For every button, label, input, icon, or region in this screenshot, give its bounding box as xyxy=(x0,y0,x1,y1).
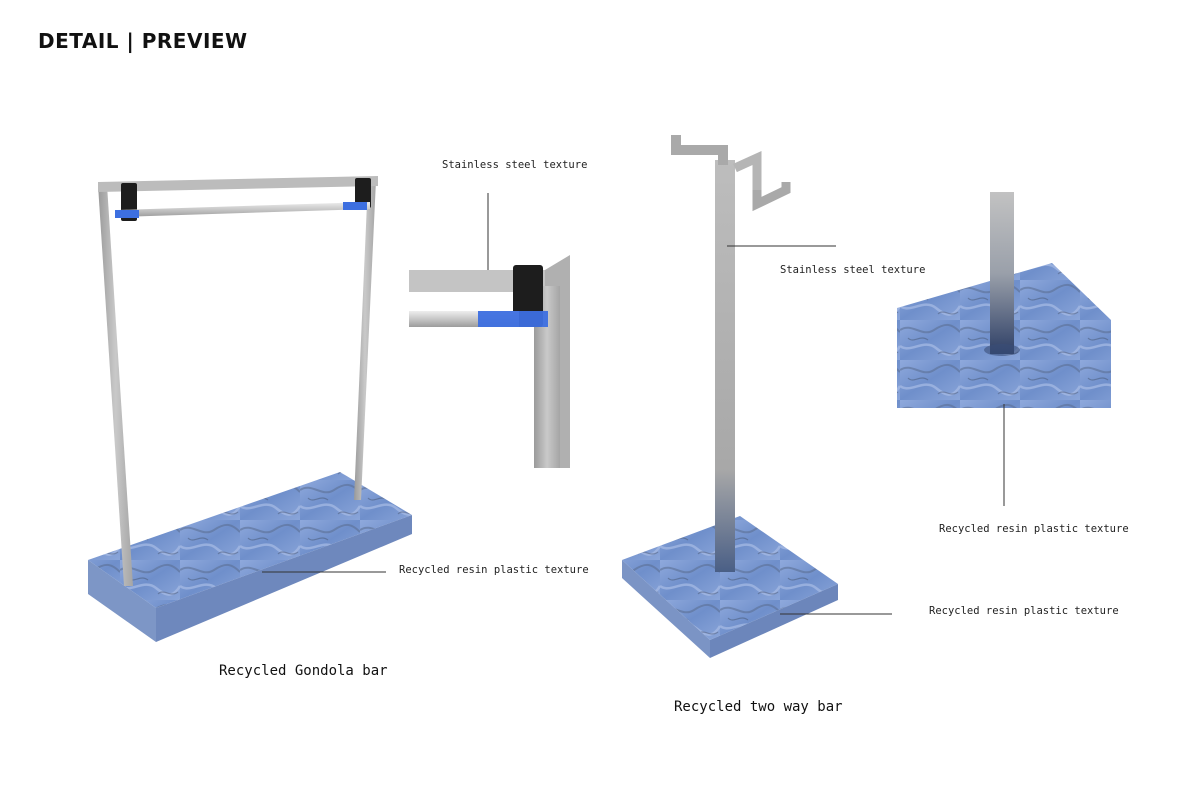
gondola-hanging-rod xyxy=(118,202,370,217)
gondola-detail-illustration xyxy=(409,193,570,468)
two-way-caption: Recycled two way bar xyxy=(674,699,843,715)
two-way-base-resin-label: Recycled resin plastic texture xyxy=(929,605,1119,617)
two-way-pole-steel-label: Stainless steel texture xyxy=(780,264,926,276)
gondola-base-top xyxy=(88,472,412,608)
two-way-bar-illustration xyxy=(622,135,892,658)
two-way-pole xyxy=(715,160,735,572)
detail-pole xyxy=(990,192,1014,354)
gondola-right-upright xyxy=(354,180,376,500)
page-title: DETAIL | PREVIEW xyxy=(38,29,248,53)
gondola-detail-steel-label: Stainless steel texture xyxy=(442,159,588,171)
gondola-left-upright xyxy=(98,185,133,586)
gondola-bar-illustration xyxy=(88,176,412,642)
two-way-detail-illustration xyxy=(897,192,1111,506)
two-way-upper-arm xyxy=(671,135,728,165)
gondola-base-resin-label: Recycled resin plastic texture xyxy=(399,564,589,576)
gondola-caption: Recycled Gondola bar xyxy=(219,663,388,679)
gondola-clamp-right xyxy=(355,178,371,208)
two-way-base-top xyxy=(622,516,838,640)
two-way-detail-resin-label: Recycled resin plastic texture xyxy=(939,523,1129,535)
two-way-lower-arm xyxy=(752,182,791,212)
gondola-top-beam xyxy=(98,176,378,192)
detail-upright xyxy=(534,286,560,468)
